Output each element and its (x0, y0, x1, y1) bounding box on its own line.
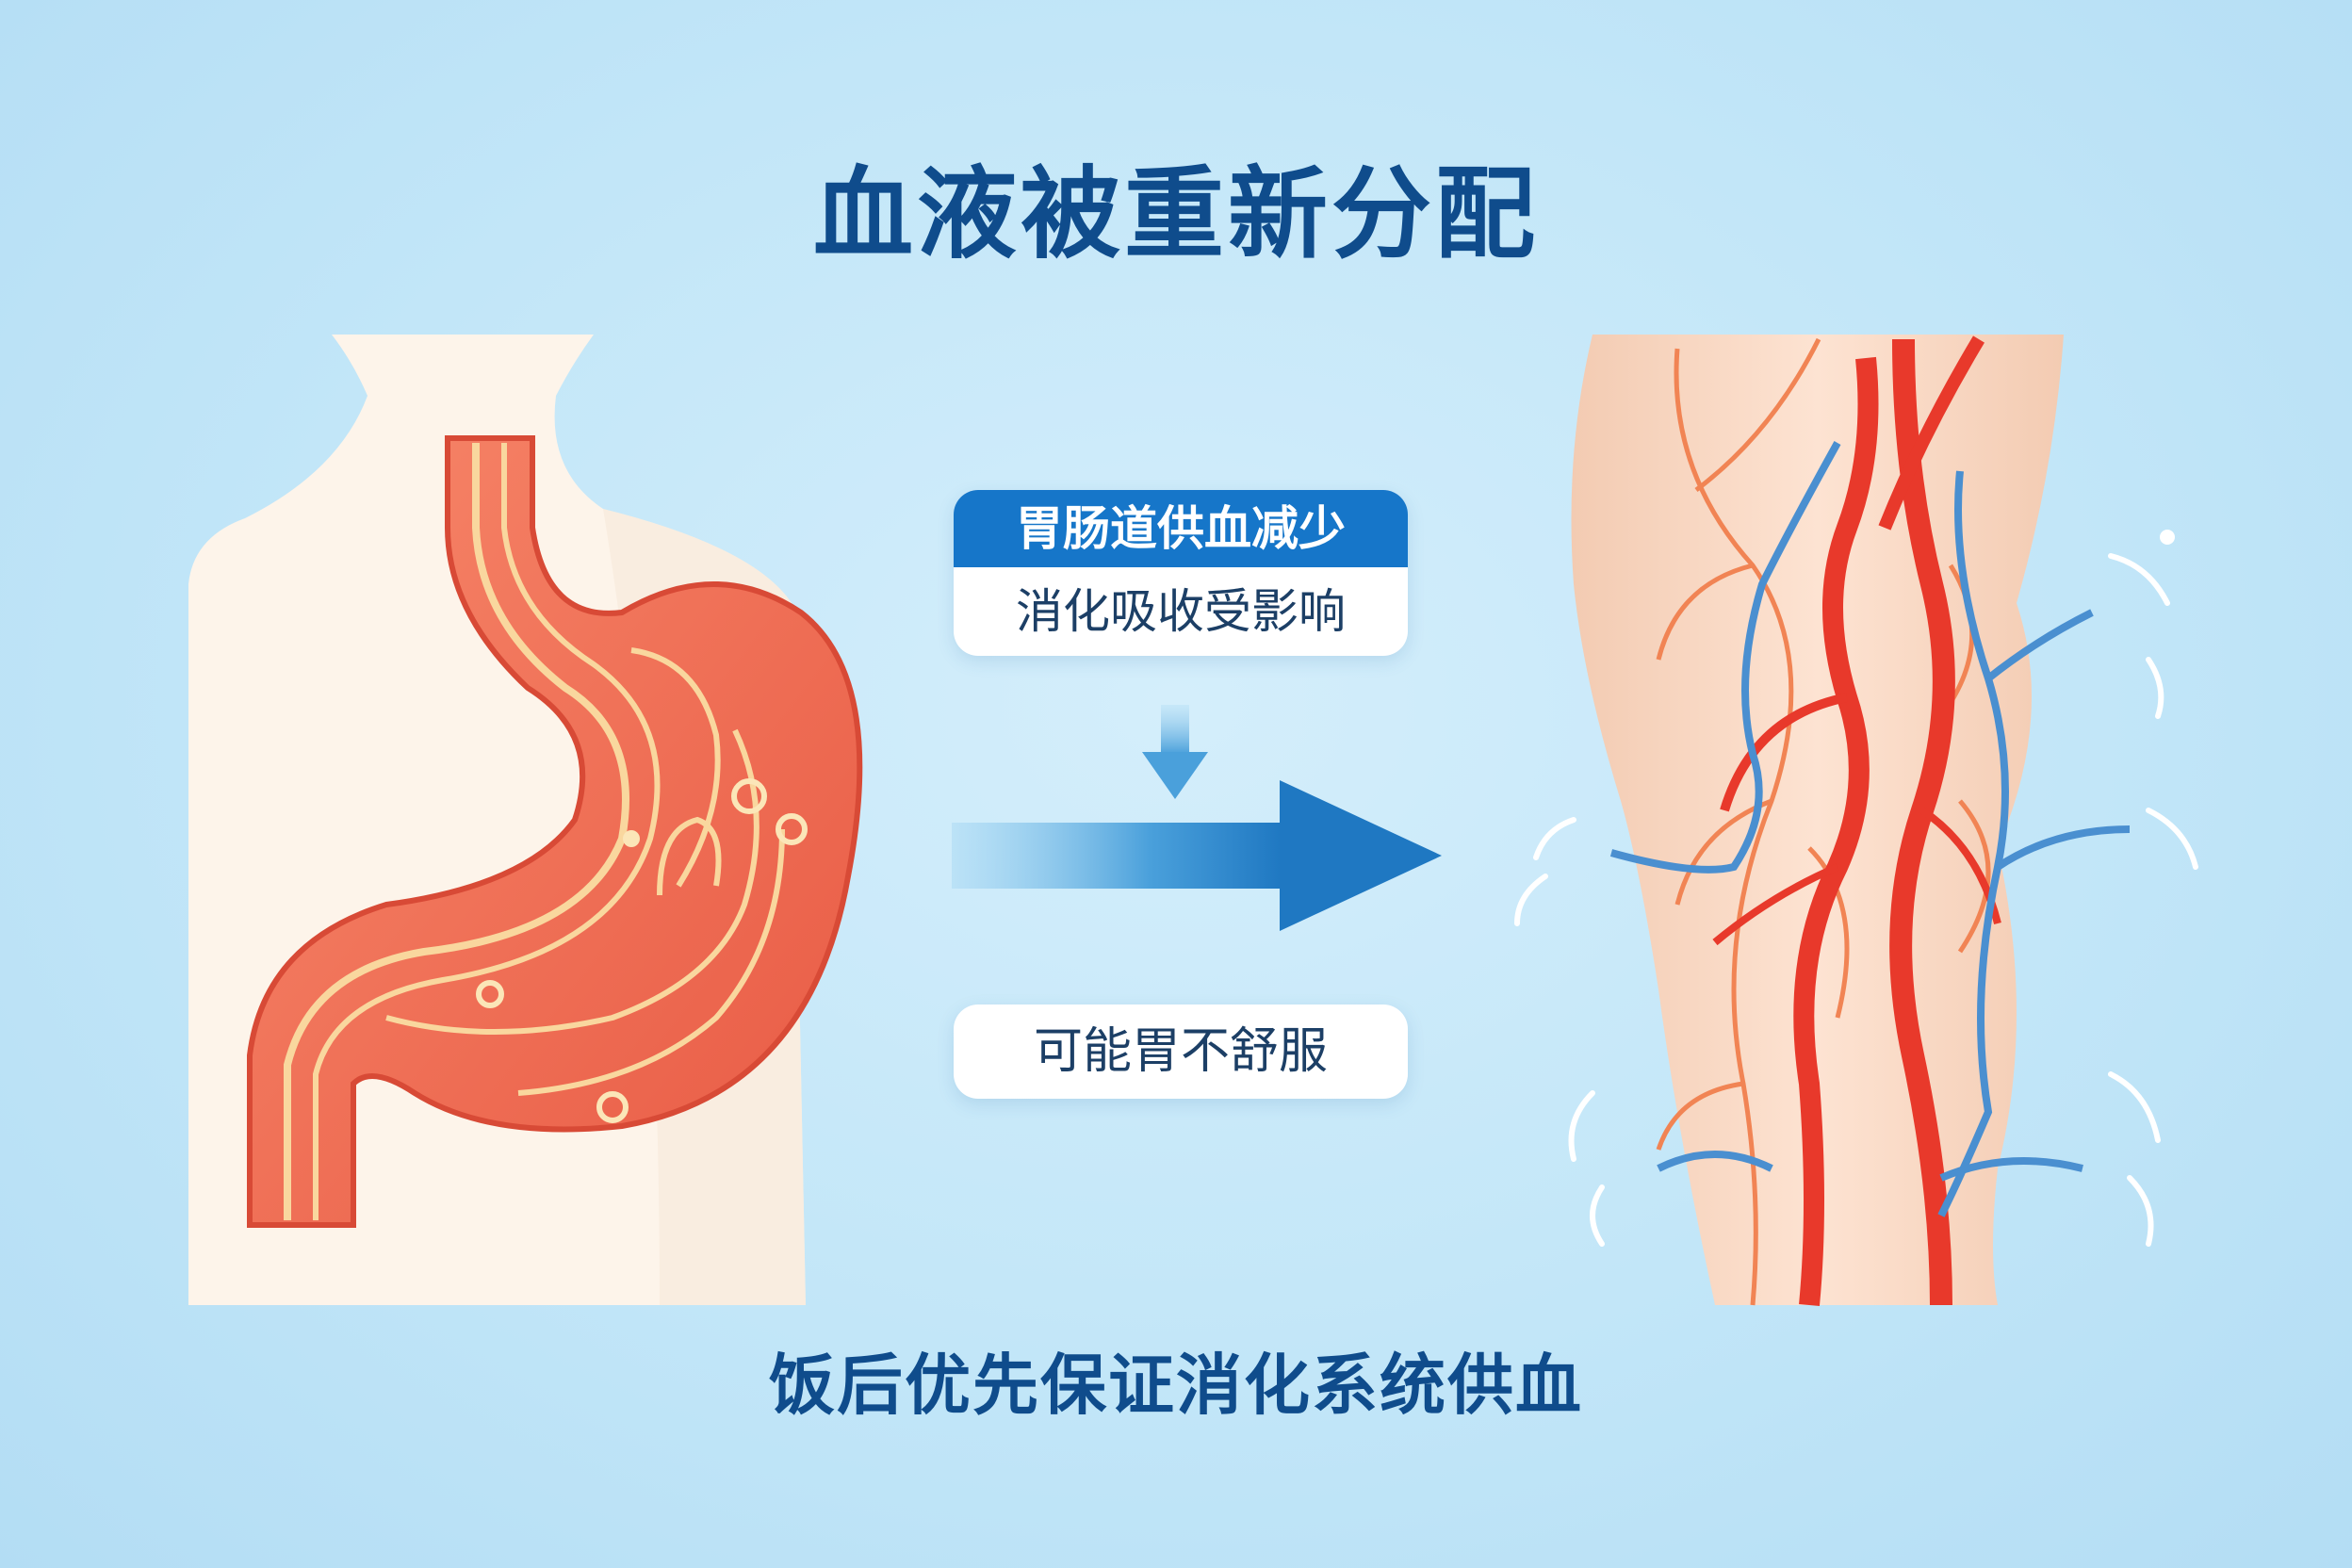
down-arrow-icon (1142, 705, 1208, 799)
bottom-caption: 饭后优先保证消化系统供血 (769, 1347, 1583, 1424)
gut-blood-supply-card: 胃肠道供血减少 消化吸收受影响 (954, 490, 1408, 656)
card-heading: 胃肠道供血减少 (954, 490, 1408, 567)
motion-lines (1514, 530, 2198, 1247)
page-title: 血液被重新分配 (813, 156, 1539, 272)
stomach-illustration (247, 435, 863, 1228)
big-right-arrow-icon (952, 780, 1442, 931)
card-subtext: 消化吸收受影响 (1016, 584, 1346, 639)
leg-blood-vessels-illustration (1571, 335, 2131, 1307)
stomach-discomfort-card: 可能胃不舒服 (954, 1004, 1408, 1099)
